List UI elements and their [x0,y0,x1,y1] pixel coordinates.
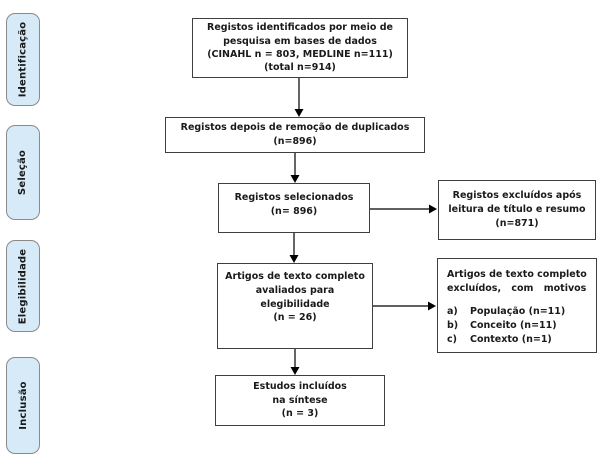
box-text-line: Estudos incluídos [253,380,347,392]
box-text-line: na síntese [272,394,328,406]
box-text-line: (n= 896) [270,205,318,217]
box-text-line: avaliados para [255,284,335,296]
phase-label-text: Seleção [17,149,29,196]
box-text-line: Registos selecionados [234,192,354,203]
arrow-fulltext-to-excluded [373,301,436,311]
arrow-screened-to-excluded [370,204,437,214]
phase-label-identification: Identificação [6,13,40,106]
box-text-line: pesquisa em bases de dados [223,35,377,47]
box-text-line: Artigos de texto completo [225,271,365,282]
arrow-identified-to-deduplicated [294,78,304,117]
box-records-excluded-title-abstract: Registos excluídos após leitura de títul… [438,180,596,240]
box-records-identified: Registos identificados por meio de pesqu… [192,18,408,78]
exclusion-reason-item: a) População (n=11) [447,305,590,319]
reason-text: Contexto (n=1) [470,334,552,345]
reason-marker: c) [447,334,457,345]
arrow-fulltext-to-included [290,349,300,375]
phase-label-text: Elegibilidade [17,248,29,324]
box-fulltext-assessed: Artigos de texto completo avaliados para… [217,263,373,349]
box-records-screened: Registos selecionados (n= 896) [218,183,370,233]
box-text-line: elegibilidade [260,298,330,310]
box-fulltext-excluded-with-reasons: Artigos de texto completo excluídos, com… [437,258,597,353]
box-text-line: excluídos, com motivos [447,283,587,295]
box-studies-included: Estudos incluídos na síntese (n = 3) [215,375,385,426]
box-text-line: (total n=914) [264,62,336,74]
box-text-line: (CINAHL n = 803, MEDLINE n=111) [207,49,393,60]
phase-label-inclusion: Inclusão [6,357,40,454]
reason-text: Conceito (n=11) [470,319,557,331]
reason-marker: a) [447,305,458,317]
reason-text: População (n=11) [470,305,566,317]
phase-label-text: Inclusão [17,381,29,430]
exclusion-reason-list: a) População (n=11) b) Conceito (n=11) c… [447,305,590,348]
box-text-line: leitura de título e resumo [448,204,586,216]
box-text-line: (n=871) [495,217,539,229]
box-text-line: (n=896) [273,136,317,147]
box-text-line: Registos excluídos após [452,190,582,202]
phase-label-text: Identificação [17,21,29,98]
arrow-deduplicated-to-screened [290,153,300,183]
box-records-after-duplicates-removed: Registos depois de remoção de duplicados… [165,117,425,153]
exclusion-reason-item: c) Contexto (n=1) [447,333,590,347]
box-text-line: Artigos de texto completo [447,269,587,280]
box-text-line: (n = 3) [281,408,319,420]
reason-marker: b) [447,319,459,331]
box-text-line: Registos identificados por meio de [207,22,393,34]
phase-label-selection: Seleção [6,125,40,220]
box-text-line: (n = 26) [273,312,317,324]
arrow-screened-to-fulltext [289,233,299,263]
box-text-line: Registos depois de remoção de duplicados [180,122,410,134]
exclusion-reason-item: b) Conceito (n=11) [447,319,590,333]
phase-label-eligibility: Elegibilidade [6,240,40,332]
